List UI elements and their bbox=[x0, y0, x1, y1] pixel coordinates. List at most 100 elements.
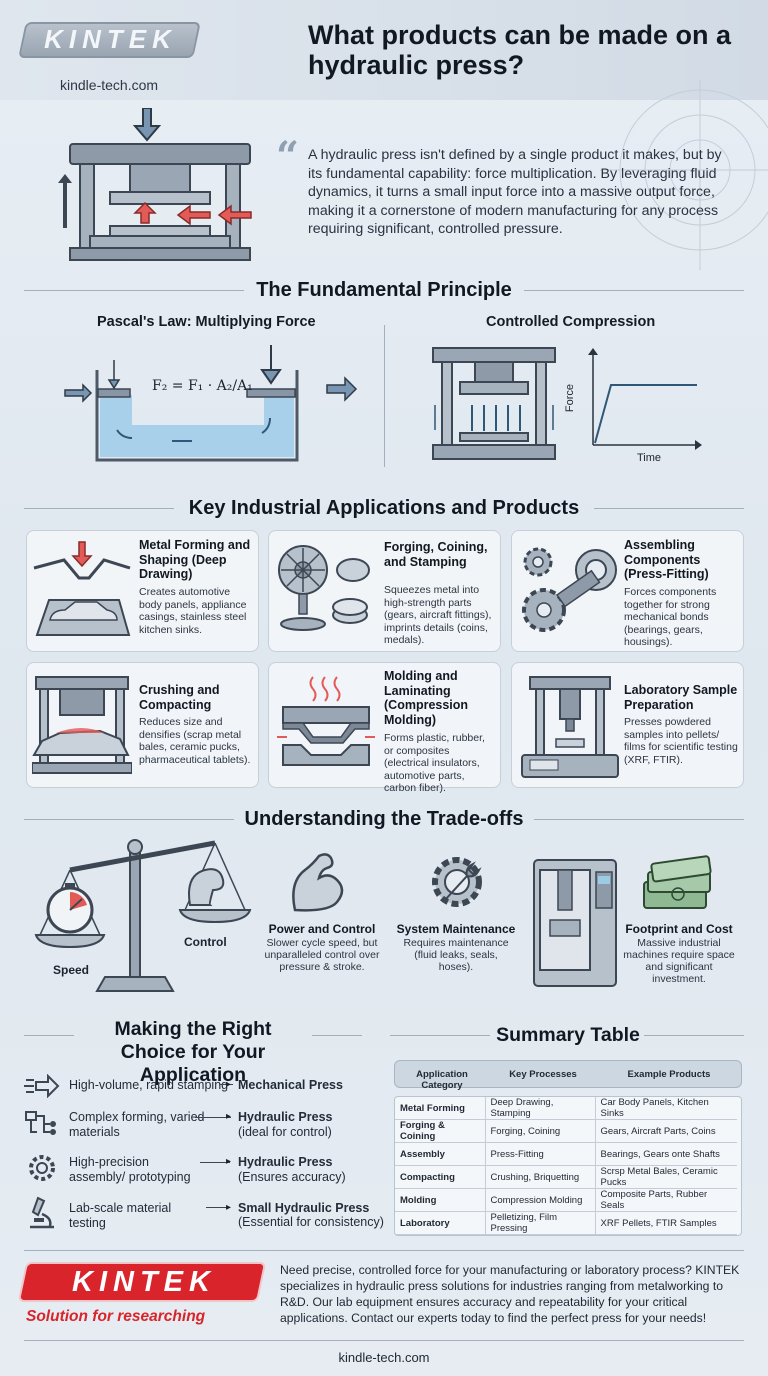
choice-press: Mechanical Press bbox=[238, 1078, 343, 1092]
tradeoff-title: Footprint and Cost bbox=[625, 922, 733, 936]
quote-icon: “ bbox=[276, 133, 300, 180]
card-title: Crushing and Compacting bbox=[139, 683, 220, 712]
lab-press-icon bbox=[521, 676, 619, 778]
summary-table-title: Summary Table bbox=[496, 1024, 640, 1046]
table-cell: Laboratory bbox=[395, 1211, 485, 1235]
choice-note: (Essential for consistency) bbox=[238, 1215, 384, 1229]
arrow-head-icon: ▸ bbox=[226, 1202, 232, 1213]
table-cell: Composite Parts, Rubber Seals bbox=[594, 1188, 737, 1213]
choice-need: High-volume, rapid stamping bbox=[69, 1078, 229, 1092]
brand-url[interactable]: kindle-tech.com bbox=[60, 77, 159, 93]
table-cell: Pelletizing, Film Pressing bbox=[484, 1211, 595, 1235]
footer-tagline: Solution for researching bbox=[26, 1308, 206, 1325]
mold-icon bbox=[277, 676, 375, 766]
table-cell: Forging & Coining bbox=[395, 1119, 485, 1144]
arrow-line bbox=[206, 1207, 230, 1208]
section-title-principle: The Fundamental Principle bbox=[256, 279, 512, 301]
controlled-compression-title: Controlled Compression bbox=[486, 314, 656, 330]
table-header-cell: Key Processes bbox=[509, 1069, 577, 1080]
table-cell: Car Body Panels, Kitchen Sinks bbox=[594, 1097, 737, 1121]
footer-url-link[interactable]: kindle-tech.com bbox=[338, 1350, 430, 1365]
turbine-coin-icon bbox=[278, 545, 370, 631]
crush-car-icon bbox=[32, 676, 132, 774]
muscle-arm-icon bbox=[292, 853, 344, 912]
pascal-law-title: Pascal's Law: Multiplying Force bbox=[97, 314, 316, 330]
application-card-molding[interactable] bbox=[268, 662, 501, 788]
compression-press-icon bbox=[432, 347, 556, 460]
table-cell: Deep Drawing, Stamping bbox=[484, 1097, 595, 1121]
axis-time-label: Time bbox=[637, 452, 662, 464]
divider bbox=[24, 1340, 744, 1341]
flowchart-icon bbox=[25, 1111, 56, 1135]
blueprint-circle-decoration bbox=[600, 80, 768, 270]
table-header-cell: Application Category bbox=[416, 1069, 468, 1091]
intro-text: A hydraulic press isn't defined by a sin… bbox=[308, 147, 722, 237]
card-title: Forging, Coining, and Stamping bbox=[384, 540, 488, 569]
divider bbox=[390, 1035, 490, 1036]
brand-logo[interactable]: KINTEK bbox=[44, 24, 177, 54]
arrow-line bbox=[200, 1162, 230, 1163]
tradeoff-description: Massive industrial machines require spac… bbox=[623, 937, 735, 985]
choice-need: High-precision assembly/ prototyping bbox=[69, 1155, 191, 1184]
table-cell: Forging, Coining bbox=[484, 1119, 595, 1144]
scale-label-speed: Speed bbox=[53, 963, 90, 977]
divider bbox=[24, 290, 244, 291]
divider bbox=[594, 508, 744, 509]
arrow-head-icon: ▸ bbox=[226, 1079, 232, 1090]
divider bbox=[312, 1035, 362, 1036]
tradeoff-title: Power and Control bbox=[268, 922, 376, 936]
choice-need: Complex forming, varied materials bbox=[69, 1110, 205, 1139]
industrial-machine-icon bbox=[533, 859, 617, 987]
scale-label-control: Control bbox=[184, 935, 227, 949]
pascal-law-diagram bbox=[64, 345, 358, 462]
microscope-icon bbox=[30, 1196, 54, 1229]
divider bbox=[24, 819, 234, 820]
divider bbox=[534, 819, 744, 820]
section-title-choice: Making the Right Choice for Your Applica… bbox=[114, 1018, 272, 1086]
tradeoff-title: System Maintenance bbox=[396, 922, 516, 936]
card-title: Metal Forming and Shaping (Deep Drawing) bbox=[139, 538, 251, 581]
footer-brand-logo[interactable]: KINTEK bbox=[72, 1266, 216, 1298]
divider-vertical bbox=[384, 325, 385, 467]
choice-note: (ideal for control) bbox=[238, 1125, 332, 1139]
arrow-line bbox=[219, 1084, 233, 1085]
choice-note: (Ensures accuracy) bbox=[238, 1170, 346, 1184]
divider bbox=[524, 290, 744, 291]
card-title: Molding and Laminating (Compression Mold… bbox=[384, 669, 469, 727]
force-time-graph bbox=[588, 348, 702, 450]
table-cell: Assembly bbox=[395, 1142, 485, 1167]
card-title: Laboratory Sample Preparation bbox=[624, 683, 738, 712]
card-description: Reduces size and densifies (scrap metal … bbox=[139, 716, 251, 766]
table-cell: Compression Molding bbox=[484, 1188, 595, 1213]
precision-gear-icon bbox=[29, 1155, 55, 1181]
gears-bearing-icon bbox=[522, 547, 617, 632]
summary-table-header bbox=[394, 1060, 742, 1088]
gear-wrench-icon bbox=[432, 857, 482, 907]
table-cell: Compacting bbox=[395, 1165, 485, 1190]
footer-cta-text: Need precise, controlled force for your … bbox=[280, 1263, 740, 1325]
car-panel-icon bbox=[33, 541, 131, 636]
tradeoff-description: Requires maintenance (fluid leaks, seals… bbox=[403, 937, 509, 973]
table-cell: Press-Fitting bbox=[484, 1142, 595, 1167]
page-title: What products can be made on a hydraulic… bbox=[308, 20, 732, 80]
money-stack-icon bbox=[643, 855, 712, 909]
choice-need: Lab-scale material testing bbox=[69, 1201, 172, 1230]
divider bbox=[644, 1035, 744, 1036]
table-cell: Bearings, Gears onte Shafts bbox=[594, 1142, 737, 1167]
hydraulic-press-icon bbox=[58, 108, 252, 261]
arrow-line bbox=[195, 1117, 231, 1118]
card-description: Forms plastic, rubber, or composites (el… bbox=[384, 732, 485, 794]
table-cell: Metal Forming bbox=[395, 1097, 485, 1121]
divider bbox=[24, 508, 174, 509]
choice-press: Small Hydraulic Press bbox=[238, 1201, 370, 1215]
table-cell: Crushing, Briquetting bbox=[484, 1165, 595, 1190]
divider bbox=[24, 1250, 744, 1251]
